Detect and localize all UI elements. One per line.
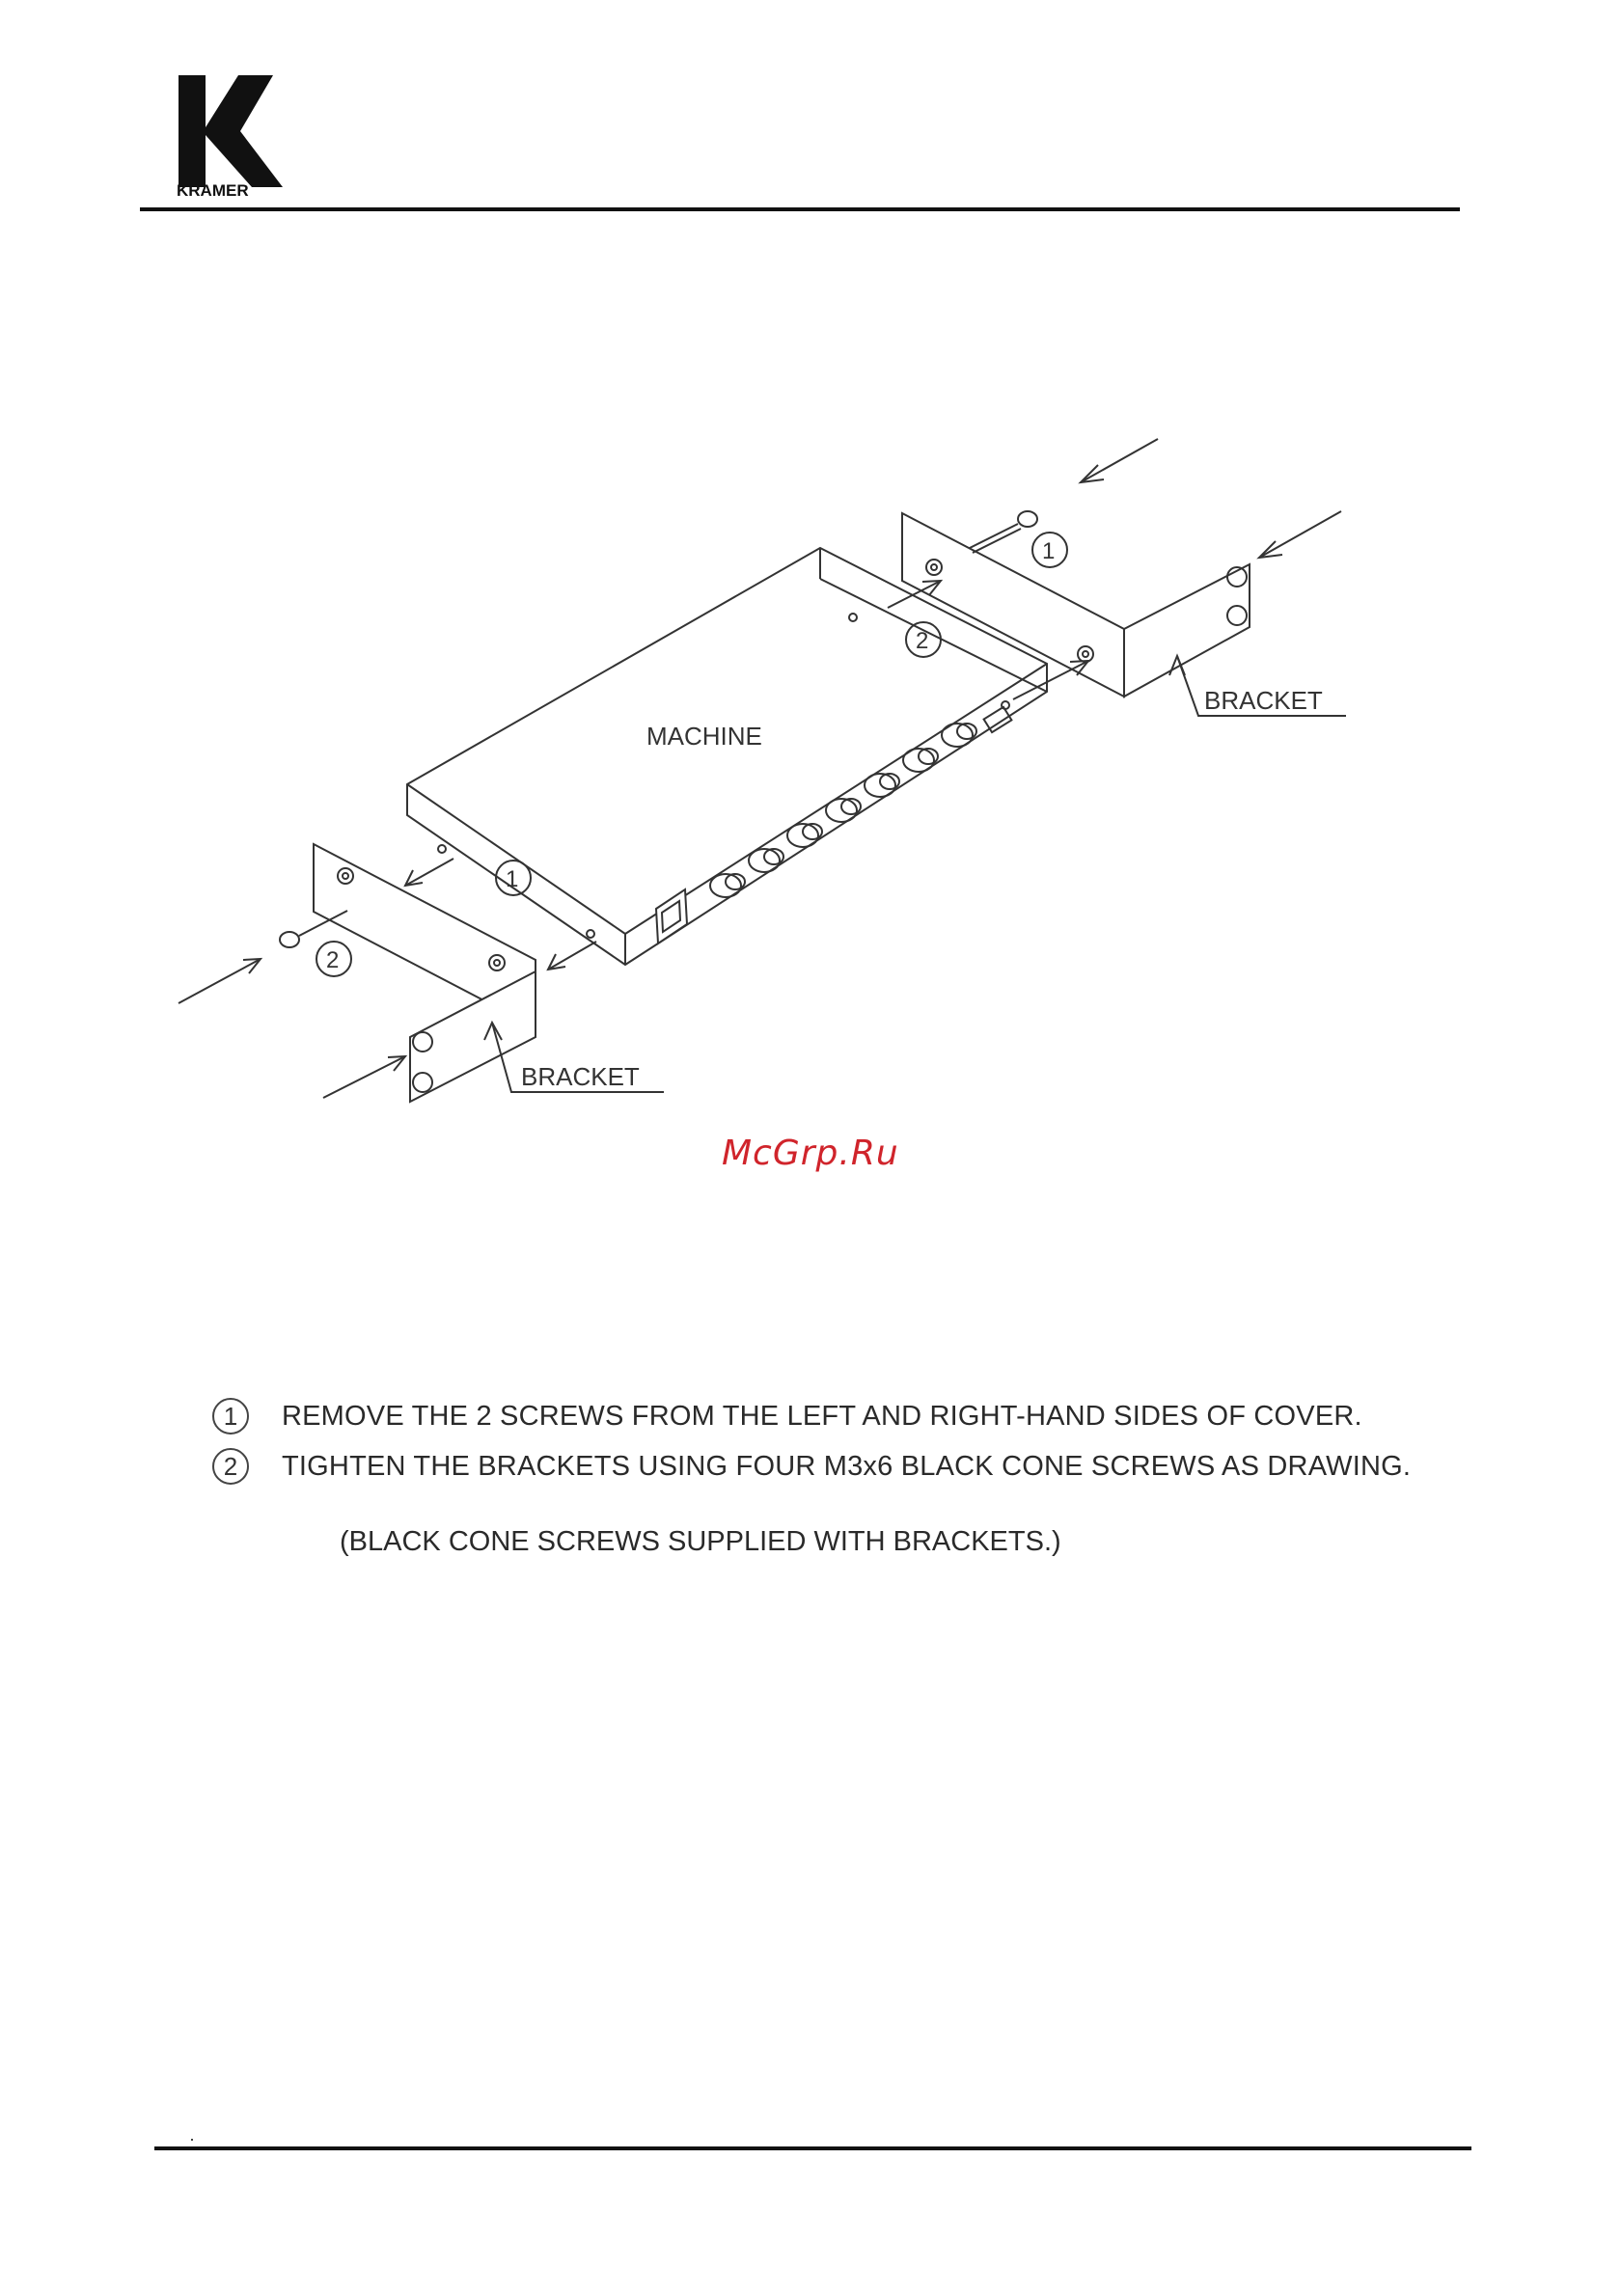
callout-1-right-label: 2 [916, 628, 928, 654]
step-1-number: 1 [212, 1398, 249, 1435]
step-1-text: REMOVE THE 2 SCREWS FROM THE LEFT AND RI… [282, 1401, 1362, 1433]
step-2-text: TIGHTEN THE BRACKETS USING FOUR M3x6 BLA… [282, 1451, 1411, 1483]
watermark-text: McGrp.Ru [722, 1134, 899, 1173]
step-2-number: 2 [212, 1448, 249, 1485]
machine-label: MACHINE [646, 722, 762, 751]
step-1: 1 REMOVE THE 2 SCREWS FROM THE LEFT AND … [212, 1395, 1362, 1437]
screws-note: (BLACK CONE SCREWS SUPPLIED WITH BRACKET… [340, 1526, 1061, 1558]
callout-1-left-label: 1 [506, 866, 518, 892]
footer-rule [154, 2146, 1471, 2150]
bracket-right-label: BRACKET [1204, 686, 1323, 715]
footer-dot [191, 2139, 193, 2141]
callout-2-left-label: 2 [326, 947, 339, 973]
bracket-left-label: BRACKET [521, 1062, 640, 1091]
step-2: 2 TIGHTEN THE BRACKETS USING FOUR M3x6 B… [212, 1445, 1411, 1488]
machine-box [407, 548, 1047, 965]
bracket-assembly-drawing: 1 2 1 2 MACHINE BRACKET BRACKET [0, 0, 1621, 1158]
callout-2-right-label: 1 [1042, 538, 1055, 564]
